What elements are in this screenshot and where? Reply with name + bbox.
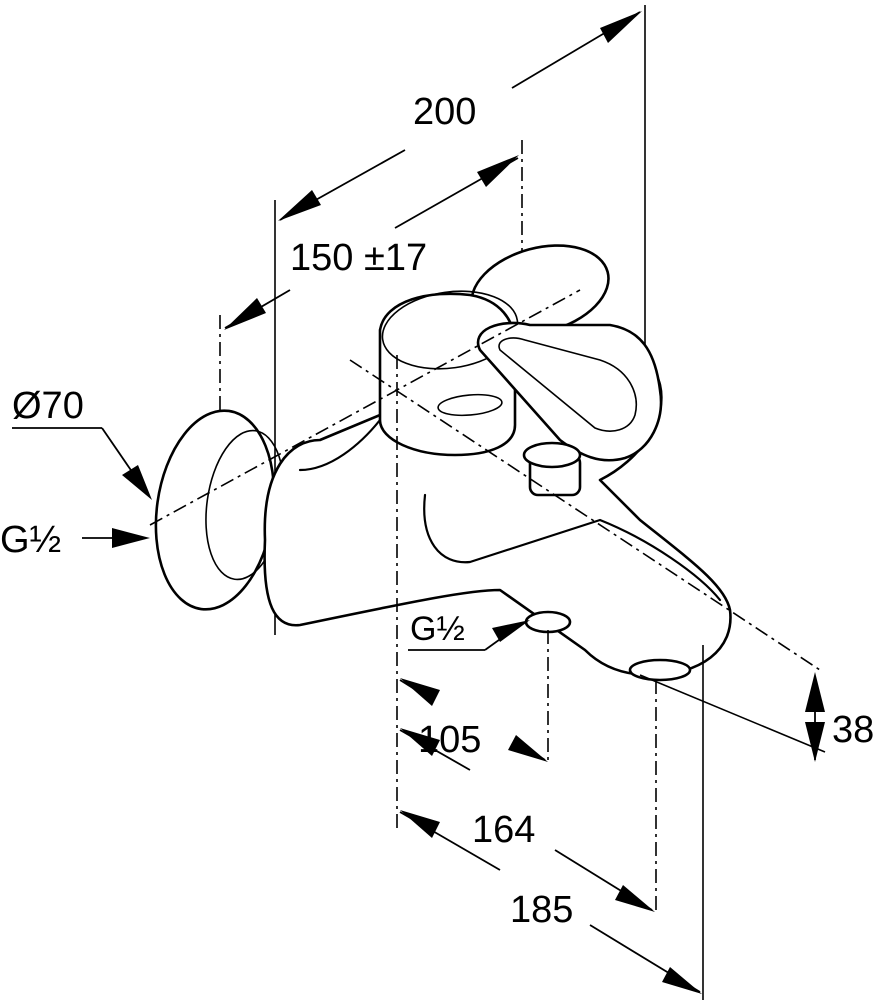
lever-opening [498,337,637,432]
dimension-185: 185 [399,810,702,994]
bottom-outlet-ring [524,610,572,634]
dimension-outlet-thread: G½ [408,610,530,651]
arrow-wall-thread [112,528,150,548]
diverter-knob [522,441,582,497]
arrow-164-left [400,728,440,756]
arrow-150-left [224,298,266,330]
label-diameter: Ø70 [12,385,84,427]
dimension-diameter: Ø70 [12,385,152,500]
label-150: 150 ±17 [290,237,427,279]
diverter-cap [522,441,582,469]
cartridge-top-ring [381,290,519,370]
label-185: 185 [510,889,573,931]
lever-handle [476,321,663,462]
dimension-wall-thread: G½ [0,519,150,561]
arrow-185-right [662,967,702,994]
spout-outlet-ring [628,658,692,682]
arrow-164-right [615,885,655,912]
arrow-200-right [600,11,642,43]
dimension-38: 38 [805,672,874,762]
ext-line-38-bottom [639,674,826,753]
label-wall-thread: G½ [0,519,61,561]
arrow-diameter [122,465,152,500]
dimension-200: 200 [274,5,646,635]
arrow-150-right [477,155,519,187]
arrow-38-bottom [805,722,825,762]
arrow-outlet-thread [492,620,530,642]
label-outlet-thread: G½ [410,610,465,648]
cartridge-slot [437,393,503,417]
body-contour [298,418,382,472]
centre-line-spout [349,359,821,671]
spout-contour [423,493,722,602]
arrow-185-left [400,810,440,838]
lever-outer [476,321,663,462]
arrow-105-left [400,678,440,706]
label-38: 38 [832,709,874,751]
dimension-164: 164 [399,728,655,912]
arrow-38-top [805,672,825,712]
arrow-105-right [508,735,548,762]
label-200: 200 [413,91,476,133]
cartridge-column [378,292,517,457]
arrow-200-left [278,190,321,221]
label-164: 164 [472,809,535,851]
wall-flange [154,409,285,611]
dimension-105: 105 [399,678,548,762]
centre-line-axis [149,289,581,526]
